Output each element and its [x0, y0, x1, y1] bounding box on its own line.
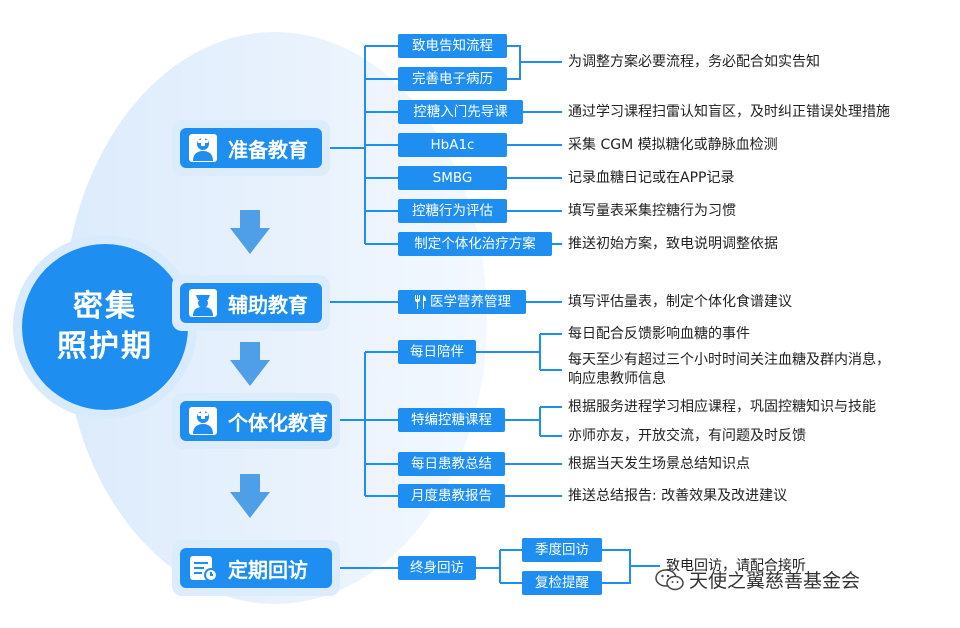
- doctor-icon: [189, 407, 217, 435]
- watermark-text: 天使之翼慈善基金会: [689, 570, 861, 592]
- center-line-2: 照护期: [57, 329, 153, 364]
- followup-desc: 致电回访，请配合接听: [666, 558, 806, 574]
- connector-lines: [330, 45, 660, 584]
- prep-desc: 推送初始方案，致电说明调整依据: [568, 236, 778, 252]
- stage-indiv-label: 个体化教育: [228, 410, 328, 435]
- prep-desc: 填写量表采集控糖行为习惯: [568, 203, 736, 219]
- doctor-icon: [189, 134, 217, 162]
- indiv-daily-desc: 响应患教师信息: [568, 371, 666, 387]
- wechat-icon: [655, 568, 684, 590]
- center-line-1: 密集: [73, 289, 137, 324]
- indiv-item: 每日陪伴: [398, 340, 476, 364]
- indiv-daily-desc: 每日配合反馈影响血糖的事件: [568, 326, 750, 342]
- center-bubble: 密集 照护期: [22, 244, 188, 410]
- nurse-icon: [189, 289, 217, 317]
- prep-item: 制定个体化治疗方案: [398, 232, 552, 256]
- followup-sub: 复检提醒: [522, 571, 602, 595]
- prep-desc: 采集 CGM 模拟糖化或静脉血检测: [568, 137, 778, 153]
- prep-desc-merged: 为调整方案必要流程，务必配合如实告知: [568, 54, 820, 70]
- aux-desc: 填写评估量表，制定个体化食谱建议: [568, 294, 792, 310]
- indiv-item: 每日患教总结: [398, 452, 505, 476]
- prep-item: HbA1c: [398, 133, 507, 157]
- stage-followup: 定期回访: [172, 540, 340, 596]
- prep-item: 控糖入门先导课: [398, 100, 523, 124]
- indiv-course-desc: 亦师亦友，开放交流，有问题及时反馈: [568, 428, 806, 444]
- indiv-course-desc: 根据服务进程学习相应课程，巩固控糖知识与技能: [568, 399, 876, 415]
- prep-desc: 记录血糖日记或在APP记录: [568, 170, 735, 186]
- stage-aux-label: 辅助教育: [228, 292, 308, 317]
- stage-prep: 准备教育: [172, 120, 330, 176]
- down-arrow-icon: [230, 210, 270, 254]
- prep-item: SMBG: [398, 166, 507, 190]
- aux-item: 医学营养管理: [398, 290, 526, 314]
- prep-item: 完善电子病历: [398, 67, 507, 91]
- indiv-summary-desc: 根据当天发生场景总结知识点: [568, 456, 750, 472]
- utensils-icon: [415, 295, 426, 309]
- down-arrow-icon: [230, 342, 270, 386]
- indiv-report-desc: 推送总结报告: 改善效果及改进建议: [568, 488, 788, 504]
- indiv-daily-desc: 每天至少有超过三个小时时间关注血糖及群内消息，: [568, 352, 890, 368]
- indiv-item: 特编控糖课程: [398, 408, 505, 432]
- watermark: 天使之翼慈善基金会: [655, 566, 860, 593]
- prep-desc: 通过学习课程扫雷认知盲区，及时纠正错误处理措施: [568, 104, 890, 120]
- down-arrow-icon: [230, 474, 270, 518]
- stage-prep-label: 准备教育: [228, 137, 308, 162]
- followup-item: 终身回访: [398, 556, 476, 580]
- stage-indiv: 个体化教育: [172, 393, 340, 449]
- down-arrows: [230, 210, 270, 518]
- stage-followup-label: 定期回访: [228, 557, 308, 582]
- stage-aux: 辅助教育: [172, 275, 330, 331]
- prep-item: 致电告知流程: [398, 34, 507, 58]
- followup-sub: 季度回访: [522, 538, 602, 562]
- calendar-check-icon: [190, 556, 218, 582]
- prep-item: 控糖行为评估: [398, 199, 507, 223]
- aux-item-label: 医学营养管理: [430, 294, 511, 310]
- indiv-item: 月度患教报告: [398, 484, 505, 508]
